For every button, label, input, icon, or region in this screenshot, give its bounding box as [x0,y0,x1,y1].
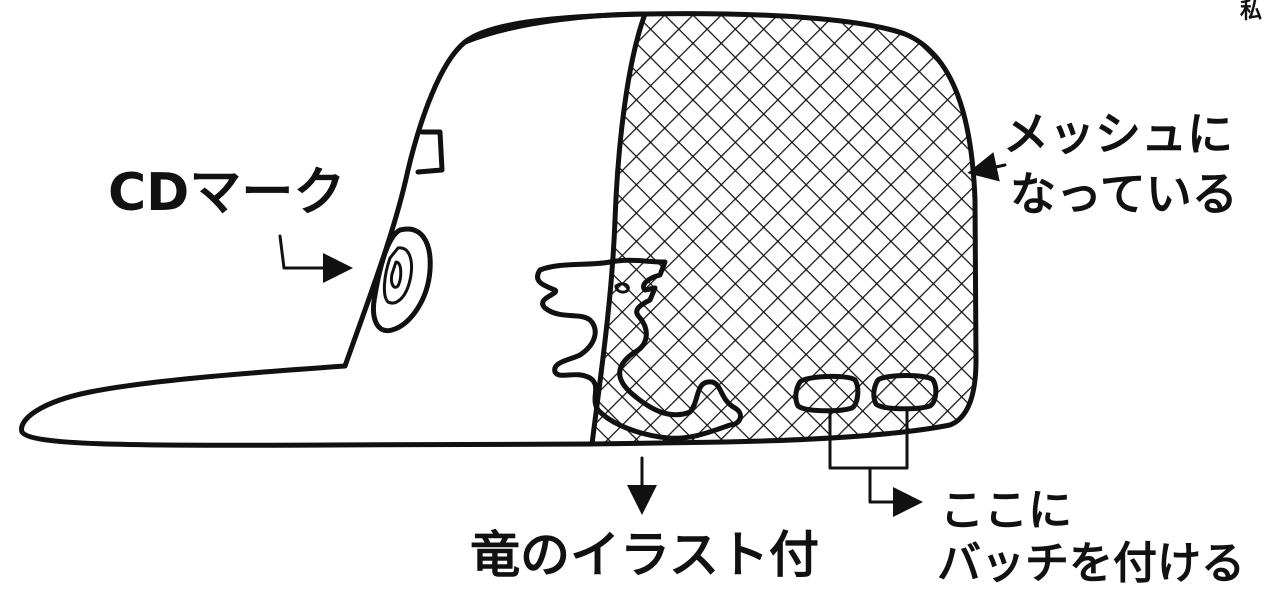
cd-mark-shape [371,226,433,334]
badge-slot-left [793,373,861,414]
badge-label-line2: バッチを付ける [937,538,1245,589]
badge-callout-line [828,408,909,470]
dragon-eye [614,282,630,294]
cd-mark-label: CDマーク [108,163,345,223]
mesh-label-line1: メッシュに [1003,107,1233,161]
mesh-label-line2: なっている [1010,167,1238,221]
mesh-panel [589,11,979,447]
mesh-arrow [967,152,1007,182]
dragon-illustration [535,257,743,441]
cd-mark-inner-ring [382,246,413,305]
dragon-label: 竜のイラスト付 [470,526,819,584]
badge-label-line1: ここに [940,485,1072,536]
cap-tab [415,129,445,175]
badge-callout-arrow [868,468,923,517]
corner-mark: 私 [1240,0,1262,24]
cd-mark-arrow [278,234,353,283]
cap-crown-front [19,11,648,448]
badge-slot-right [871,373,939,412]
cap-top-seam [462,11,648,45]
cd-mark-core [390,260,403,289]
